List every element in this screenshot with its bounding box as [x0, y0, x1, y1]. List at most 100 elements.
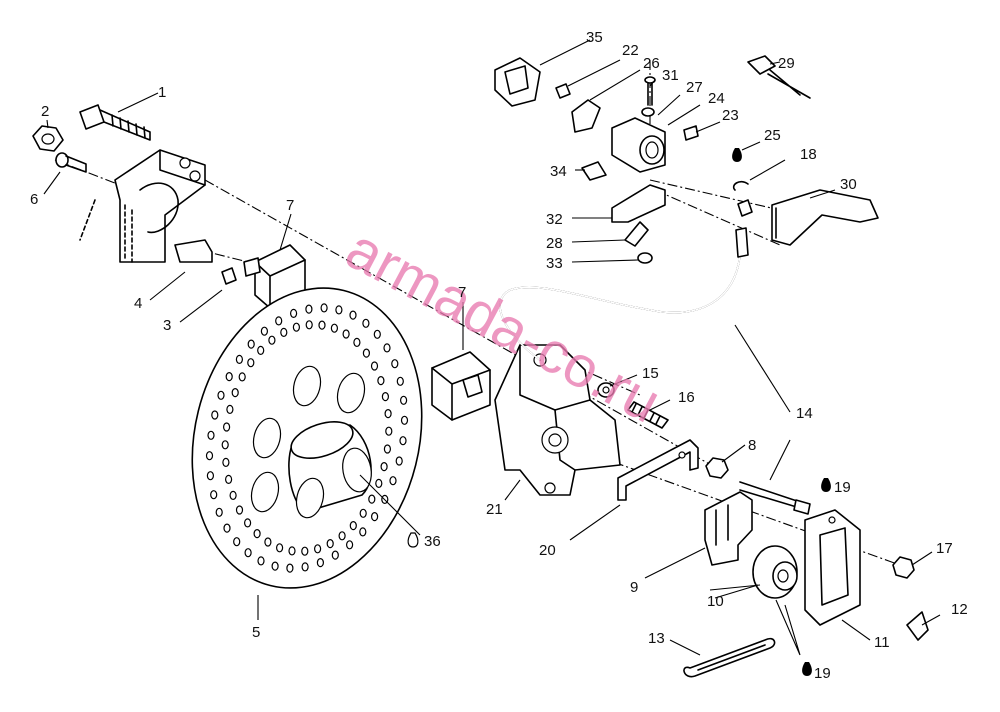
disc-vent-hole [226, 404, 234, 414]
callout-25: 25 [764, 127, 781, 144]
callout-23: 23 [722, 107, 739, 124]
disc-vent-hole [346, 540, 354, 550]
disc-vent-hole [290, 308, 298, 318]
callout-4: 4 [134, 295, 142, 312]
disc-vent-hole [362, 348, 370, 358]
callout-30: 30 [840, 176, 857, 193]
callout-14: 14 [796, 405, 813, 422]
oil-drop-icon [732, 148, 742, 162]
disc-vent-hole [264, 537, 272, 547]
disc-vent-hole [370, 361, 379, 371]
callout-9: 9 [630, 579, 638, 596]
disc-vent-hole [305, 304, 313, 314]
hex-nut-17-part [892, 556, 915, 579]
disc-vent-hole [288, 546, 296, 556]
disc-vent-hole [206, 471, 214, 481]
callout-7-upper: 7 [286, 197, 294, 214]
screw-22-part [555, 83, 571, 99]
disc-vent-hole [205, 451, 214, 461]
callout-36: 36 [424, 533, 441, 550]
disc-vent-hole [383, 343, 391, 353]
disc-vent-hole [377, 376, 385, 386]
callout-34: 34 [550, 163, 567, 180]
disc-vent-hole [342, 329, 350, 339]
callout-31: 31 [662, 67, 679, 84]
callout-2: 2 [41, 103, 49, 120]
grease-drop-icon [407, 532, 419, 548]
disc-vent-hole [380, 462, 388, 472]
disc-vent-hole [207, 430, 215, 440]
bracket-plate-part [617, 439, 699, 501]
cable-rod-part [739, 481, 811, 515]
disc-vent-hole [368, 494, 376, 504]
disc-vent-hole [231, 388, 239, 398]
disc-vent-hole [362, 318, 370, 328]
disc-vent-hole [223, 523, 231, 533]
callout-18: 18 [800, 146, 817, 163]
disc-vent-hole [292, 322, 300, 332]
callout-29: 29 [778, 55, 795, 72]
bolt-part [79, 104, 151, 141]
disc-vent-hole [244, 548, 252, 558]
disc-vent-hole [335, 305, 343, 315]
callout-labels: 1 2 3 4 5 6 7 7 8 9 10 11 12 13 14 15 16… [30, 29, 968, 682]
pin-31-part [641, 76, 656, 117]
disc-vent-hole [326, 538, 334, 549]
disc-vent-hole [396, 376, 404, 386]
disc-vent-hole [375, 478, 383, 488]
disc-vent-hole [247, 339, 255, 349]
callout-7-lower: 7 [458, 284, 466, 301]
spring-clip-28-part [624, 221, 649, 247]
lever-bracket-26-part [571, 99, 601, 133]
disc-vent-hole [217, 390, 225, 400]
callout-17: 17 [936, 540, 953, 557]
disc-vent-hole [225, 474, 233, 484]
disc-vent-hole [359, 527, 367, 537]
callout-24: 24 [708, 90, 725, 107]
callout-6: 6 [30, 191, 38, 208]
disc-vent-hole [275, 316, 283, 326]
switch-29-part [747, 55, 811, 99]
callout-1: 1 [158, 84, 166, 101]
disc-vent-hole [257, 345, 265, 355]
disc-vent-hole [400, 395, 408, 405]
callout-32: 32 [546, 211, 563, 228]
disc-vent-hole [276, 543, 284, 553]
disc-vent-hole [247, 358, 255, 368]
callout-5: 5 [252, 624, 260, 641]
disc-vent-hole [331, 550, 339, 560]
disc-vent-hole [257, 556, 265, 566]
brake-disc-part [191, 287, 423, 589]
disc-vent-hole [280, 327, 288, 337]
disc-vent-hole [389, 476, 397, 486]
callout-16: 16 [678, 389, 695, 406]
small-screw-part [221, 267, 237, 285]
callout-21: 21 [486, 501, 503, 518]
callout-26: 26 [643, 55, 660, 72]
disc-vent-hole [400, 415, 409, 425]
housing-24-part [611, 117, 666, 173]
disc-vent-hole [383, 444, 391, 454]
washer-33-part [637, 252, 653, 264]
disc-vent-hole [318, 320, 326, 330]
mounting-bracket-part [79, 149, 206, 263]
hand-lever-30-part [771, 189, 879, 246]
callout-12: 12 [951, 601, 968, 618]
screw-23-part [683, 125, 699, 141]
disc-vent-holes [205, 303, 409, 573]
disc-vent-hole [314, 544, 322, 554]
hand-grip-part [494, 57, 541, 107]
disc-vent-hole [373, 329, 381, 339]
clip-part [174, 239, 213, 263]
disc-vent-hole [338, 531, 346, 541]
callout-15: 15 [642, 365, 659, 382]
disc-vent-hole [395, 456, 403, 466]
disc-vent-hole [359, 508, 367, 518]
disc-vent-hole [301, 562, 309, 572]
disc-vent-hole [210, 490, 218, 500]
disc-vent-hole [381, 392, 389, 402]
callout-13: 13 [648, 630, 665, 647]
callout-27: 27 [686, 79, 703, 96]
callout-28: 28 [546, 235, 563, 252]
cotter-pin-part [683, 637, 776, 678]
